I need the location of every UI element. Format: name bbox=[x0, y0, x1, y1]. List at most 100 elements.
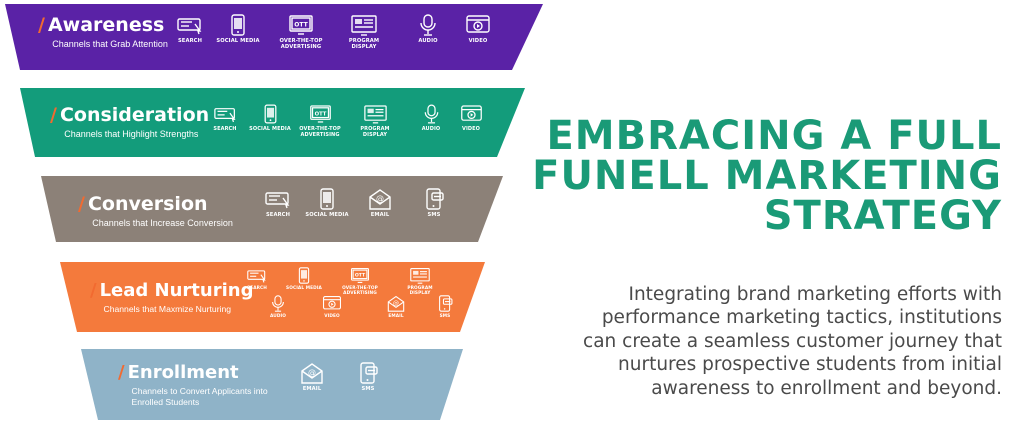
channel-sms: SMS bbox=[409, 188, 459, 219]
ott-tv-icon: OTT bbox=[275, 14, 327, 36]
tier-title: /Awareness bbox=[38, 14, 168, 36]
channel-label: AUDIO bbox=[421, 126, 441, 132]
search-bar-icon bbox=[200, 104, 250, 124]
channel-label: SEARCH bbox=[177, 38, 203, 44]
slash-accent-icon: / bbox=[78, 193, 85, 215]
channel-audio: AUDIO bbox=[406, 104, 456, 133]
channel-program-display: PROGRAM DISPLAY bbox=[397, 267, 443, 296]
svg-text:@: @ bbox=[376, 194, 384, 203]
channel-program-display: PROGRAM DISPLAY bbox=[338, 14, 390, 50]
microphone-icon bbox=[402, 14, 454, 36]
svg-text:OTT: OTT bbox=[294, 22, 308, 29]
channel-label: EMAIL bbox=[388, 314, 404, 319]
funnel-band-conversion bbox=[41, 176, 503, 242]
ott-tv-icon: OTT bbox=[295, 104, 345, 124]
tier-title: /Lead Nurturing bbox=[90, 280, 253, 301]
svg-text:OTT: OTT bbox=[355, 273, 366, 279]
channel-search: SEARCH bbox=[253, 188, 303, 219]
tier-title-text: Awareness bbox=[47, 14, 165, 36]
tier-title-text: Enrollment bbox=[127, 362, 239, 383]
headline-line-2: FUNELL MARKETING bbox=[532, 153, 1002, 199]
channel-video: VIDEO bbox=[452, 14, 504, 45]
microphone-icon bbox=[406, 104, 456, 124]
channel-label: PROGRAM DISPLAY bbox=[360, 126, 390, 138]
channel-search: SEARCH bbox=[200, 104, 250, 133]
channel-label: AUDIO bbox=[418, 38, 438, 44]
channel-over-the-top-advertising: OTT OVER-THE-TOP ADVERTISING bbox=[295, 104, 345, 138]
body-copy-line-5: awareness to enrollment and beyond. bbox=[651, 377, 1002, 399]
body-copy-line-4: nurtures prospective students from initi… bbox=[618, 354, 1002, 376]
channel-email: @ EMAIL bbox=[355, 188, 405, 219]
channel-label: VIDEO bbox=[468, 38, 488, 44]
tier-title: /Consideration bbox=[50, 104, 209, 126]
channel-label: SOCIAL MEDIA bbox=[216, 38, 260, 44]
slash-accent-icon: / bbox=[38, 14, 45, 36]
tier-title-text: Lead Nurturing bbox=[99, 280, 254, 301]
channel-social-media: SOCIAL MEDIA bbox=[245, 104, 295, 133]
channel-label: SOCIAL MEDIA bbox=[249, 126, 291, 132]
channel-label: EMAIL bbox=[370, 212, 390, 218]
tier-title-text: Consideration bbox=[59, 104, 210, 126]
channel-label: SMS bbox=[361, 386, 375, 392]
phone-icon bbox=[212, 14, 264, 36]
body-copy-line-1: Integrating brand marketing efforts with bbox=[628, 284, 1003, 305]
channel-social-media: SOCIAL MEDIA bbox=[302, 188, 352, 219]
channel-social-media: SOCIAL MEDIA bbox=[212, 14, 264, 45]
display-ad-icon bbox=[397, 267, 443, 284]
channel-sms: SMS bbox=[422, 295, 468, 320]
svg-text:@: @ bbox=[393, 299, 399, 307]
tier-subtitle: Channels to Convert Applicants into bbox=[131, 386, 268, 396]
svg-text:@: @ bbox=[308, 368, 316, 377]
phone-icon bbox=[245, 104, 295, 124]
tier-subtitle: Channels that Grab Attention bbox=[52, 39, 168, 49]
channel-label: VIDEO bbox=[324, 314, 340, 319]
phone-icon bbox=[302, 188, 352, 210]
video-play-icon bbox=[309, 295, 355, 312]
tier-subtitle: Channels that Highlight Strengths bbox=[64, 129, 199, 139]
channel-label: OVER-THE-TOP ADVERTISING bbox=[299, 126, 341, 138]
funnel-band-awareness bbox=[5, 4, 543, 70]
body-copy-line-2: performance marketing tactics, instituti… bbox=[601, 307, 1002, 329]
email-icon: @ bbox=[292, 362, 332, 384]
slash-accent-icon: / bbox=[50, 104, 57, 126]
channel-label: SEARCH bbox=[246, 286, 267, 291]
email-icon: @ bbox=[355, 188, 405, 210]
channel-label: EMAIL bbox=[302, 386, 322, 392]
channel-video: VIDEO bbox=[309, 295, 355, 320]
channel-email: @ EMAIL bbox=[373, 295, 419, 320]
channel-label: SEARCH bbox=[213, 126, 237, 132]
channel-program-display: PROGRAM DISPLAY bbox=[350, 104, 400, 138]
channel-email: @ EMAIL bbox=[292, 362, 332, 393]
tier-title-text: Conversion bbox=[87, 193, 208, 215]
channel-search: SEARCH bbox=[234, 267, 280, 292]
channel-label: AUDIO bbox=[269, 314, 286, 319]
channel-label: SOCIAL MEDIA bbox=[305, 212, 349, 218]
channel-audio: AUDIO bbox=[402, 14, 454, 45]
tier-subtitle: Channels that Increase Conversion bbox=[92, 218, 233, 228]
channel-label: VIDEO bbox=[461, 126, 481, 132]
slash-accent-icon: / bbox=[90, 280, 97, 301]
headline: EMBRACING A FULL FUNELL MARKETING STRATE… bbox=[532, 116, 1002, 236]
channel-label: PROGRAM DISPLAY bbox=[348, 38, 380, 50]
video-play-icon bbox=[446, 104, 496, 124]
channel-video: VIDEO bbox=[446, 104, 496, 133]
sms-icon bbox=[409, 188, 459, 210]
phone-icon bbox=[281, 267, 327, 284]
sms-icon bbox=[348, 362, 388, 384]
body-copy-line-3: can create a seamless customer journey t… bbox=[583, 330, 1002, 352]
sms-icon bbox=[422, 295, 468, 312]
channel-label: SEARCH bbox=[265, 212, 291, 218]
channel-search: SEARCH bbox=[164, 14, 216, 45]
tier-subtitle: Enrolled Students bbox=[131, 396, 200, 407]
channel-sms: SMS bbox=[348, 362, 388, 393]
body-copy: Integrating brand marketing efforts with… bbox=[502, 283, 1002, 400]
email-icon: @ bbox=[373, 295, 419, 312]
channel-label: SMS bbox=[439, 314, 451, 319]
